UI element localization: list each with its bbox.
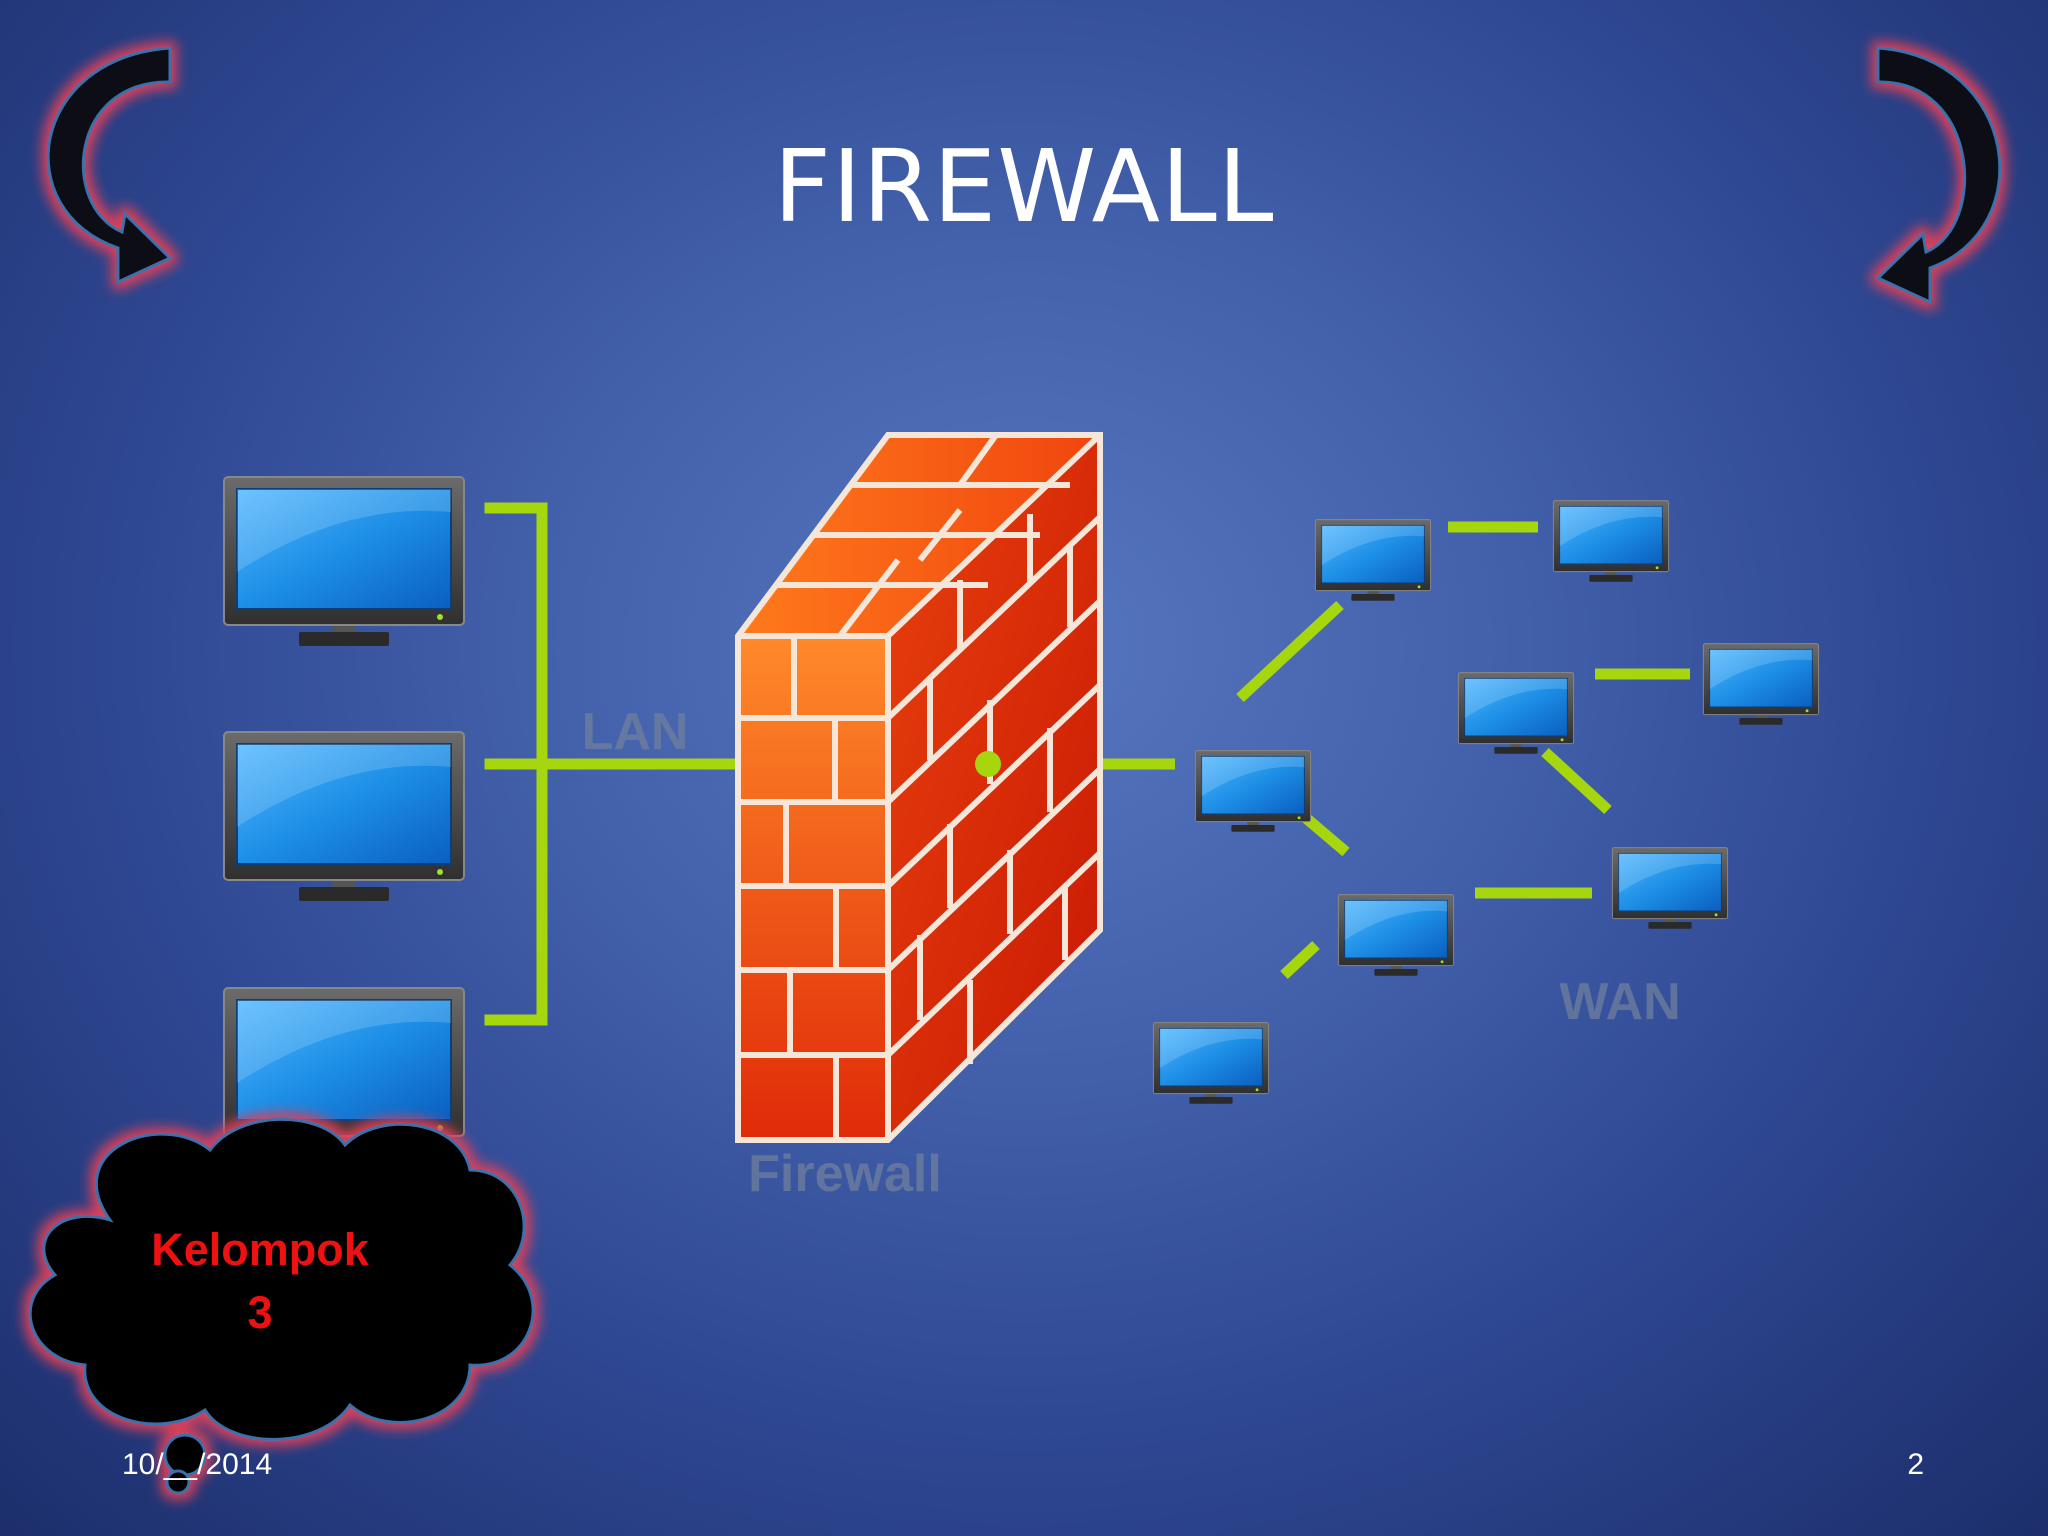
wan-computer-2 bbox=[1552, 500, 1670, 583]
lan-computer-2 bbox=[223, 731, 465, 902]
footer-date: 10/__/2014 bbox=[122, 1448, 273, 1481]
firewall-label: Firewall bbox=[748, 1145, 942, 1203]
wan-computer-6 bbox=[1611, 847, 1729, 930]
wan-computer-1 bbox=[1314, 519, 1432, 602]
wan-computer-7 bbox=[1337, 894, 1455, 977]
curved-arrow-left-icon[interactable] bbox=[46, 46, 173, 285]
slide-number: 2 bbox=[1907, 1448, 1924, 1481]
wan-computer-5 bbox=[1194, 750, 1312, 833]
wan-computer-4 bbox=[1702, 643, 1820, 726]
cloud-label-line1: Kelompok bbox=[151, 1224, 370, 1275]
slide-title: FIREWALL bbox=[773, 128, 1275, 245]
firewall-wall bbox=[735, 432, 1103, 1143]
lan-label: LAN bbox=[582, 703, 689, 761]
lan-computer-1 bbox=[223, 476, 465, 647]
thought-cloud bbox=[28, 1117, 535, 1495]
curved-arrow-right-icon[interactable] bbox=[1875, 46, 2002, 305]
cloud-label-line2: 3 bbox=[247, 1287, 272, 1338]
wan-computer-8 bbox=[1152, 1022, 1270, 1105]
wan-computer-3 bbox=[1457, 672, 1575, 755]
wan-label: WAN bbox=[1559, 973, 1680, 1031]
lan-links bbox=[484, 502, 766, 1026]
